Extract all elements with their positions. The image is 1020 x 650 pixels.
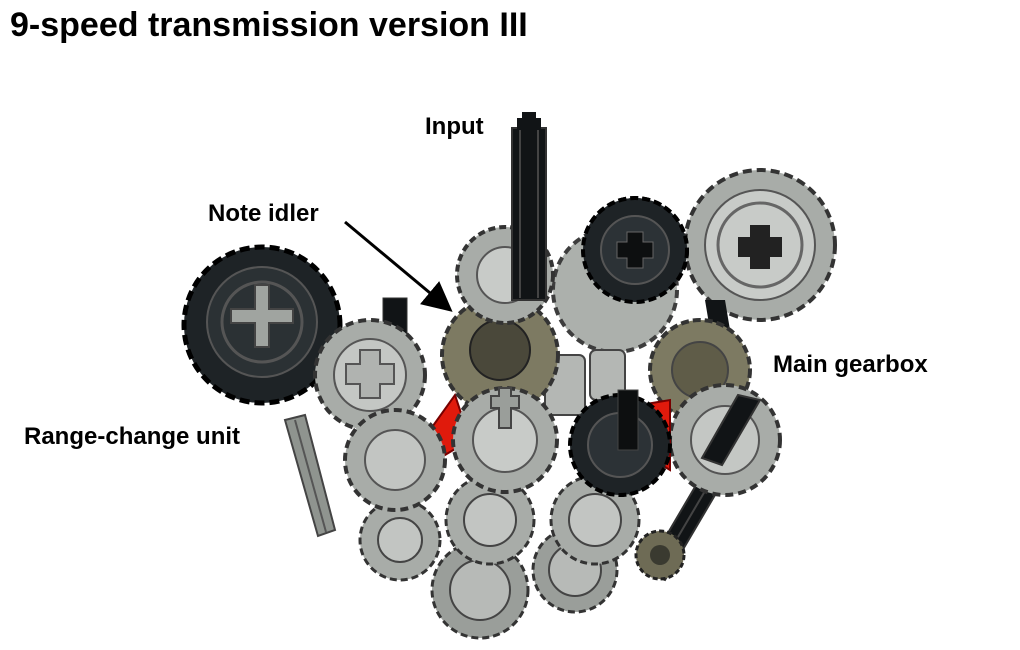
small-tan-gear <box>634 529 686 581</box>
bottom-gears <box>358 474 641 640</box>
main-gearbox-label: Main gearbox <box>773 351 928 378</box>
range-gray-axle <box>283 413 337 538</box>
input-label: Input <box>425 113 484 140</box>
range-change-gears <box>181 244 447 512</box>
note-idler-label: Note idler <box>208 200 319 227</box>
diagram-title: 9-speed transmission version III <box>10 6 528 44</box>
input-axle <box>511 112 547 301</box>
main-gearbox-gears <box>551 168 837 497</box>
range-change-unit-label: Range-change unit <box>24 423 241 450</box>
idler-arrow <box>344 220 453 312</box>
